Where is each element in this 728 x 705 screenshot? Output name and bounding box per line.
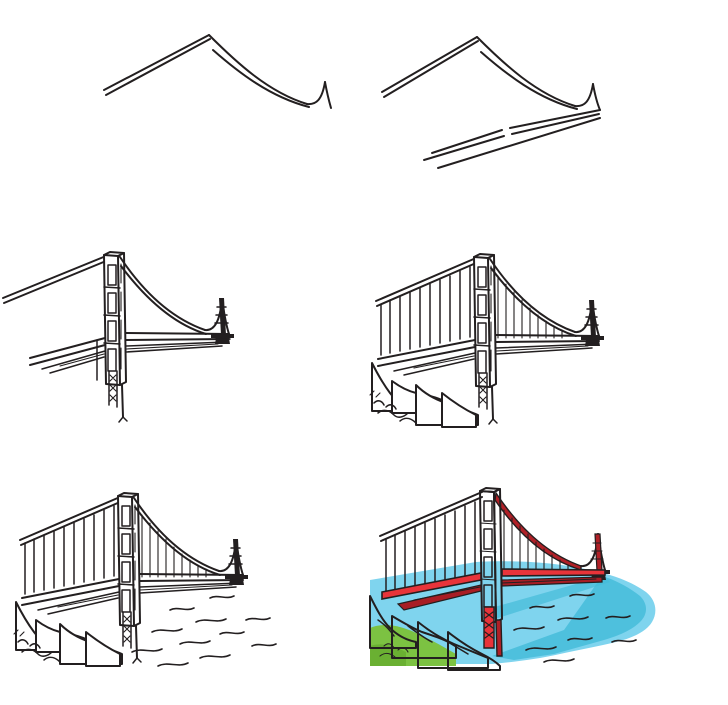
near-tower-icon bbox=[103, 251, 127, 386]
step-1-drawing bbox=[103, 34, 332, 109]
rocks-icon bbox=[13, 601, 123, 667]
main-cable-icon bbox=[375, 257, 600, 337]
panel-step-2 bbox=[364, 0, 728, 235]
panel-step-6 bbox=[364, 470, 728, 705]
tower-pier-icon bbox=[478, 372, 498, 425]
panel-step-4 bbox=[364, 235, 728, 470]
roadway-deck-icon bbox=[29, 332, 230, 374]
water-waves-icon bbox=[513, 593, 637, 663]
main-cable-icon bbox=[381, 36, 601, 111]
roadway-deck-icon bbox=[21, 573, 244, 615]
grass-blades-icon bbox=[379, 643, 409, 659]
near-tower-icon bbox=[117, 492, 141, 627]
near-tower-icon bbox=[473, 253, 497, 388]
tower-pier-icon bbox=[483, 606, 503, 657]
roadway-deck-icon bbox=[381, 568, 606, 611]
far-tower-icon bbox=[225, 539, 248, 585]
far-tower-icon bbox=[581, 300, 604, 346]
step-6-drawing bbox=[369, 487, 656, 671]
far-tower-icon bbox=[211, 298, 234, 344]
roadway-deck-icon bbox=[377, 334, 600, 376]
step-3-drawing bbox=[2, 251, 234, 423]
step-5-drawing bbox=[13, 492, 277, 667]
rocks-icon bbox=[369, 362, 479, 428]
panel-step-1 bbox=[0, 0, 364, 235]
deck-guide-lines-icon bbox=[423, 109, 601, 169]
rocks-fill bbox=[369, 595, 501, 671]
tower-pier-icon bbox=[96, 339, 128, 423]
main-cable-icon bbox=[103, 34, 332, 109]
step-4-drawing bbox=[369, 253, 604, 428]
panel-step-3 bbox=[0, 235, 364, 470]
water-waves-icon bbox=[131, 595, 277, 667]
panel-step-5 bbox=[0, 470, 364, 705]
tower-pier-icon bbox=[122, 611, 142, 664]
step-2-drawing bbox=[381, 36, 601, 169]
suspender-cables-icon bbox=[24, 505, 207, 595]
